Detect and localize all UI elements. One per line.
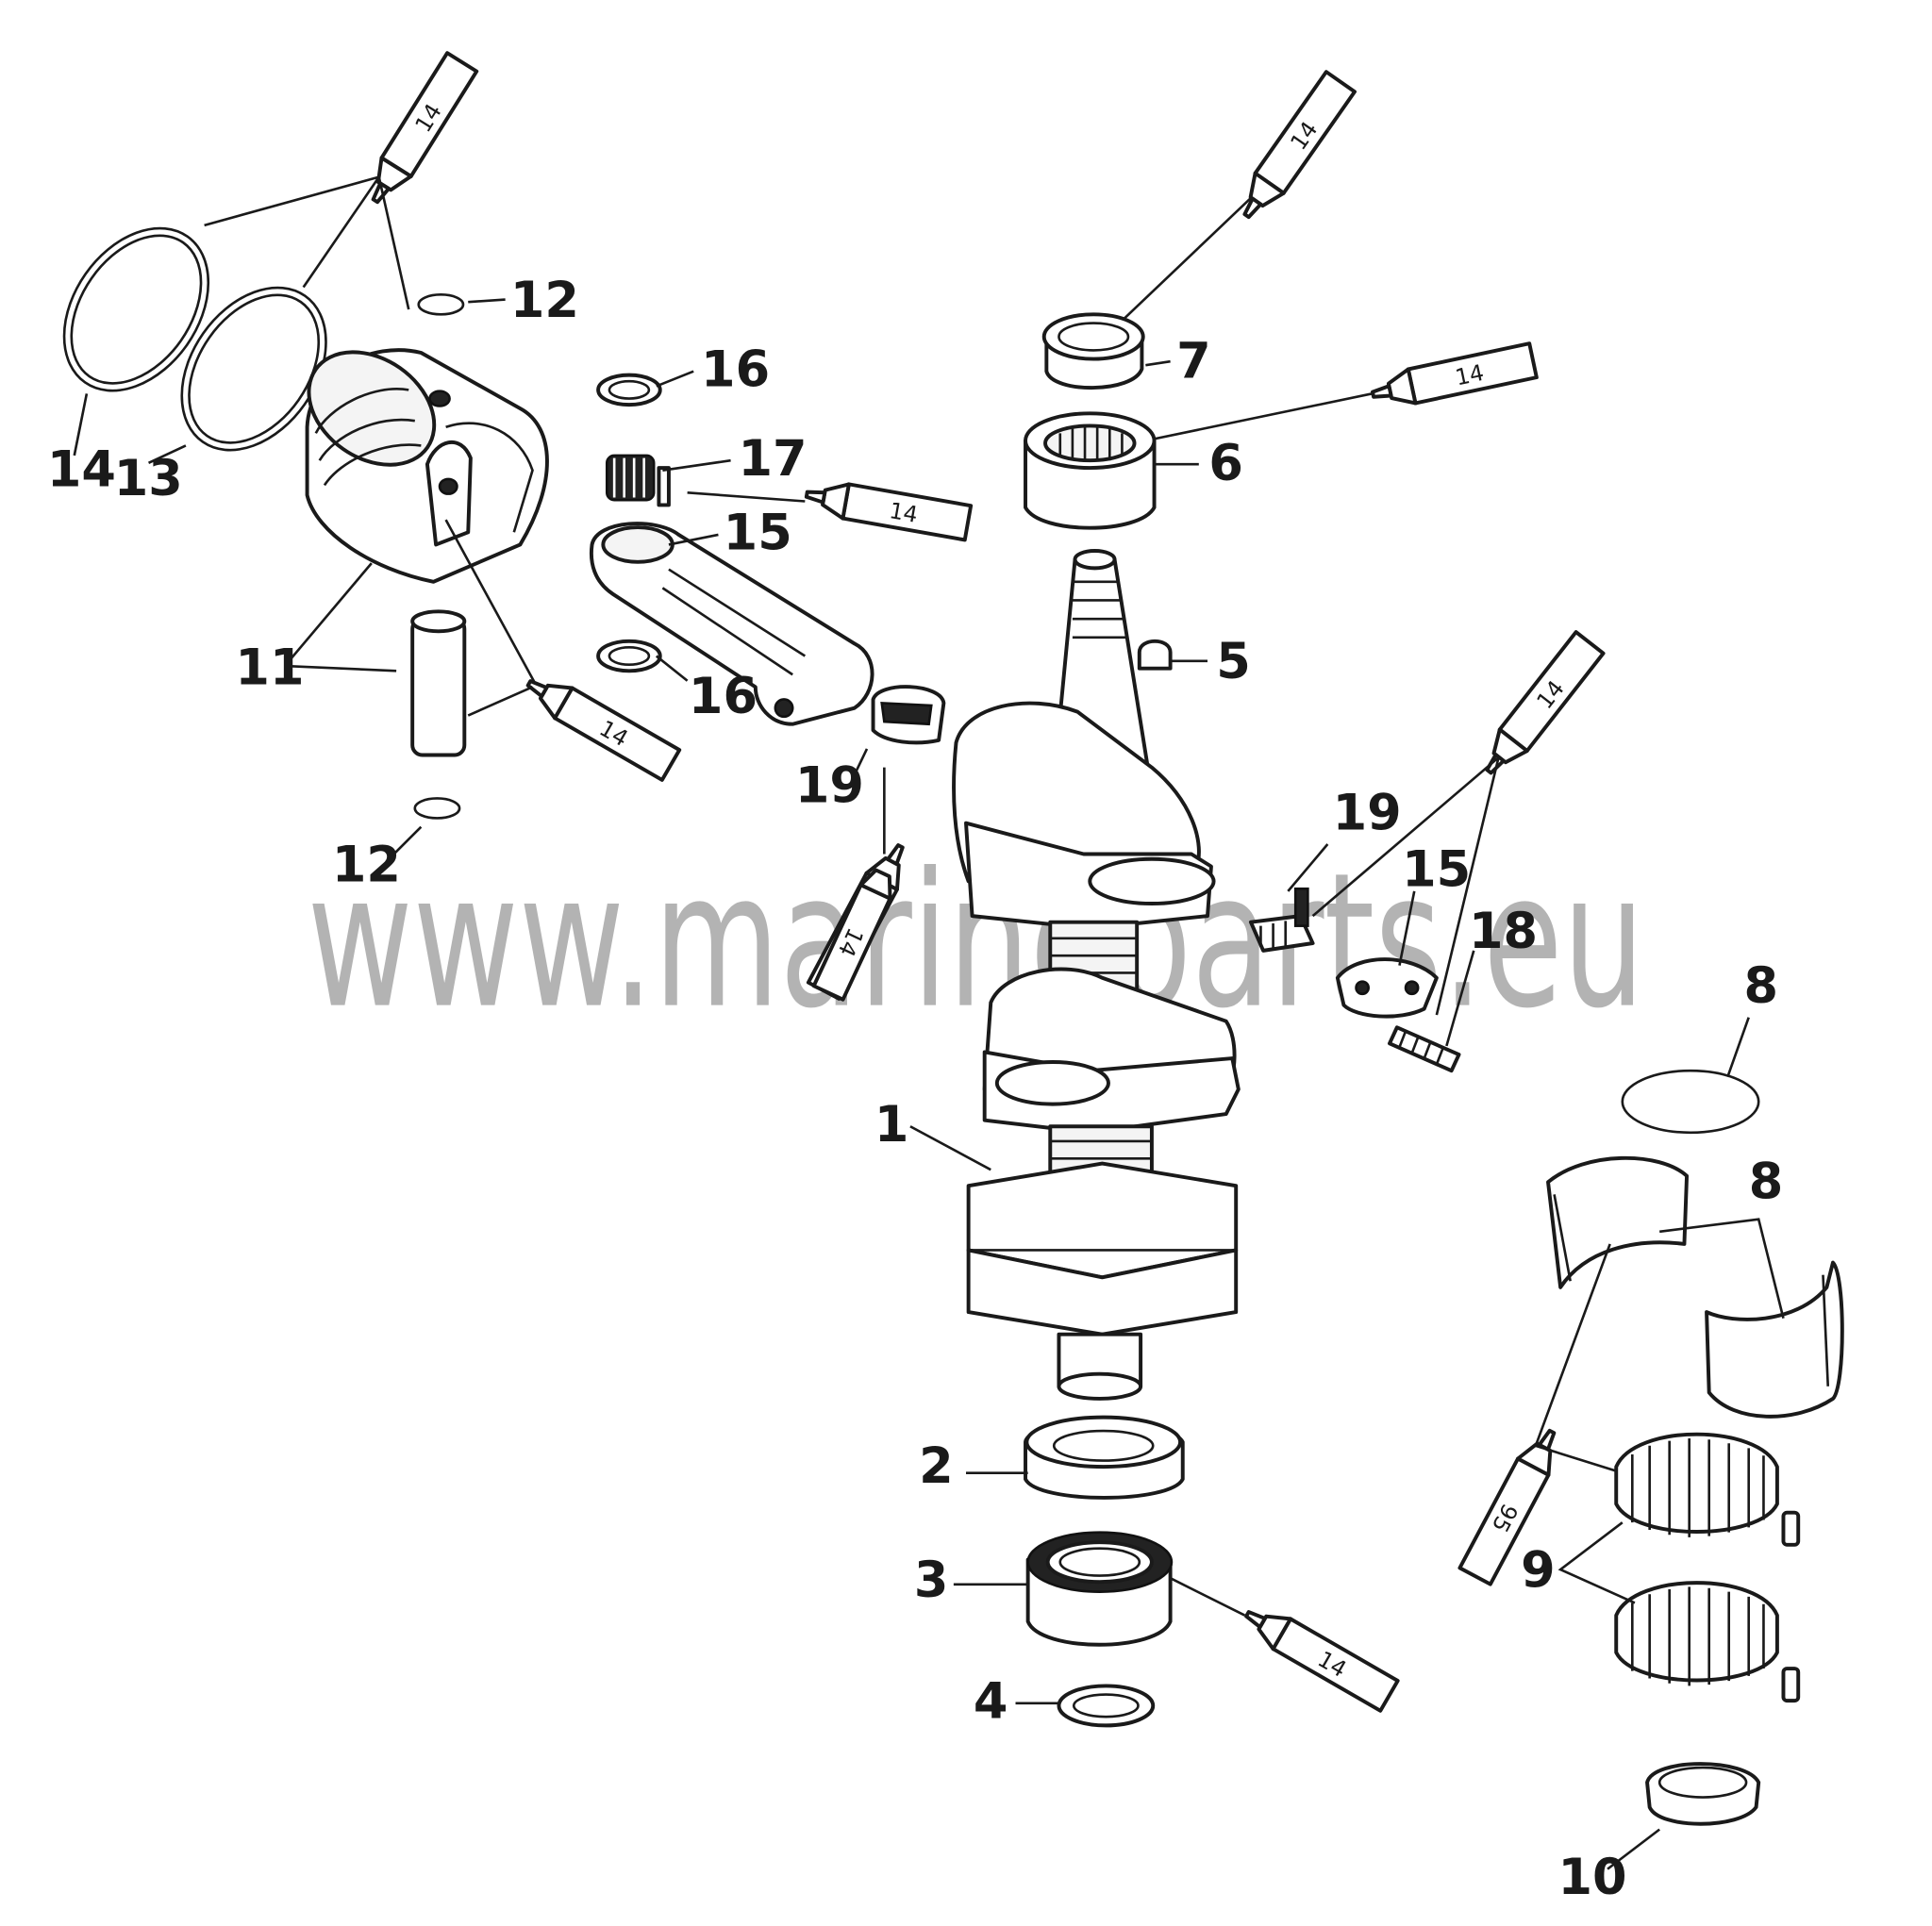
lubricant-tube-bearing-6: 14 bbox=[1371, 341, 1539, 406]
rod-bolt-18 bbox=[1388, 1025, 1461, 1073]
callout-16-top: 16 bbox=[701, 340, 770, 398]
callout-3: 3 bbox=[914, 1552, 949, 1609]
callout-14: 14 bbox=[47, 441, 116, 499]
circlip-12-bottom bbox=[413, 797, 461, 820]
retaining-ring-8 bbox=[1621, 1069, 1760, 1135]
lubricant-tube-left-bottom: 14 bbox=[811, 868, 892, 1002]
tube-label: 14 bbox=[1453, 359, 1486, 391]
leader-lines bbox=[73, 298, 1785, 1870]
main-bearing-sleeve-8-lower bbox=[1705, 1260, 1844, 1419]
piston-ring-13 bbox=[180, 286, 327, 452]
lubricant-tube-bearing-17: 14 bbox=[804, 482, 974, 542]
callout-1: 1 bbox=[874, 1096, 909, 1154]
tube-label: 14 bbox=[888, 497, 920, 528]
callout-8-sleeve: 8 bbox=[1749, 1153, 1784, 1210]
callout-numbers: 1 2 3 4 5 6 7 8 8 9 10 11 12 12 13 14 15… bbox=[47, 272, 1783, 1906]
main-bearing-sleeve-8-upper bbox=[1546, 1155, 1690, 1289]
needle-bearing-17 bbox=[605, 454, 671, 507]
lubricant-tube-bearing-3: 14 bbox=[1244, 1610, 1400, 1713]
piston-ring-14 bbox=[62, 226, 210, 392]
callout-9: 9 bbox=[1521, 1541, 1556, 1599]
retaining-ring-10 bbox=[1645, 1762, 1761, 1826]
callout-7: 7 bbox=[1176, 332, 1211, 390]
roller-cage-9-lower bbox=[1614, 1581, 1779, 1686]
callout-18: 18 bbox=[1469, 903, 1538, 960]
lubricant-tube-top-left: 14 bbox=[371, 51, 479, 205]
crankshaft-1 bbox=[952, 549, 1241, 1401]
callout-19-right: 19 bbox=[1333, 784, 1402, 841]
oil-seal-7 bbox=[1041, 312, 1145, 390]
callout-8-ring: 8 bbox=[1743, 957, 1778, 1015]
thrust-washer-16-bottom bbox=[596, 639, 662, 673]
roller-pin-upper bbox=[1781, 1510, 1801, 1547]
rod-cap-15-right bbox=[1335, 957, 1439, 1019]
callout-17: 17 bbox=[738, 430, 807, 488]
bearing-cage-19-right bbox=[1248, 887, 1315, 953]
lubricant-tube-piston-pin: 14 bbox=[525, 679, 682, 782]
lubricant-tube-right-bearing: 14 bbox=[1485, 630, 1606, 775]
callout-12-bottom: 12 bbox=[332, 836, 401, 893]
callout-15-rod: 15 bbox=[724, 505, 792, 562]
callout-13: 13 bbox=[114, 450, 183, 507]
callout-19-left: 19 bbox=[795, 756, 864, 814]
callout-4: 4 bbox=[974, 1673, 1008, 1731]
bearing-cage-19 bbox=[871, 685, 946, 745]
callout-10: 10 bbox=[1558, 1849, 1627, 1906]
callout-6: 6 bbox=[1208, 435, 1243, 492]
seal-carrier-2 bbox=[1024, 1415, 1185, 1500]
roller-pin-lower bbox=[1781, 1667, 1801, 1703]
callout-11: 11 bbox=[235, 639, 304, 697]
piston-11 bbox=[305, 348, 549, 584]
lubricant-tube-bearing-9: 95 bbox=[1457, 1428, 1557, 1586]
ball-bearing-3 bbox=[1025, 1531, 1174, 1647]
callout-5: 5 bbox=[1216, 633, 1251, 690]
piston-pin bbox=[410, 609, 467, 757]
callout-2: 2 bbox=[919, 1437, 954, 1495]
callout-15-cap: 15 bbox=[1402, 841, 1471, 899]
needle-bearing-6 bbox=[1024, 411, 1157, 530]
lubricant-tube-seal-7: 14 bbox=[1242, 70, 1357, 220]
woodruff-key-5 bbox=[1137, 639, 1173, 671]
callout-16-bottom: 16 bbox=[689, 668, 758, 725]
retaining-ring-4 bbox=[1057, 1684, 1156, 1728]
circlip-12-top bbox=[417, 293, 465, 316]
roller-cage-9-upper bbox=[1614, 1432, 1779, 1537]
callout-12-top: 12 bbox=[510, 272, 579, 329]
thrust-washer-16-top bbox=[596, 373, 662, 407]
